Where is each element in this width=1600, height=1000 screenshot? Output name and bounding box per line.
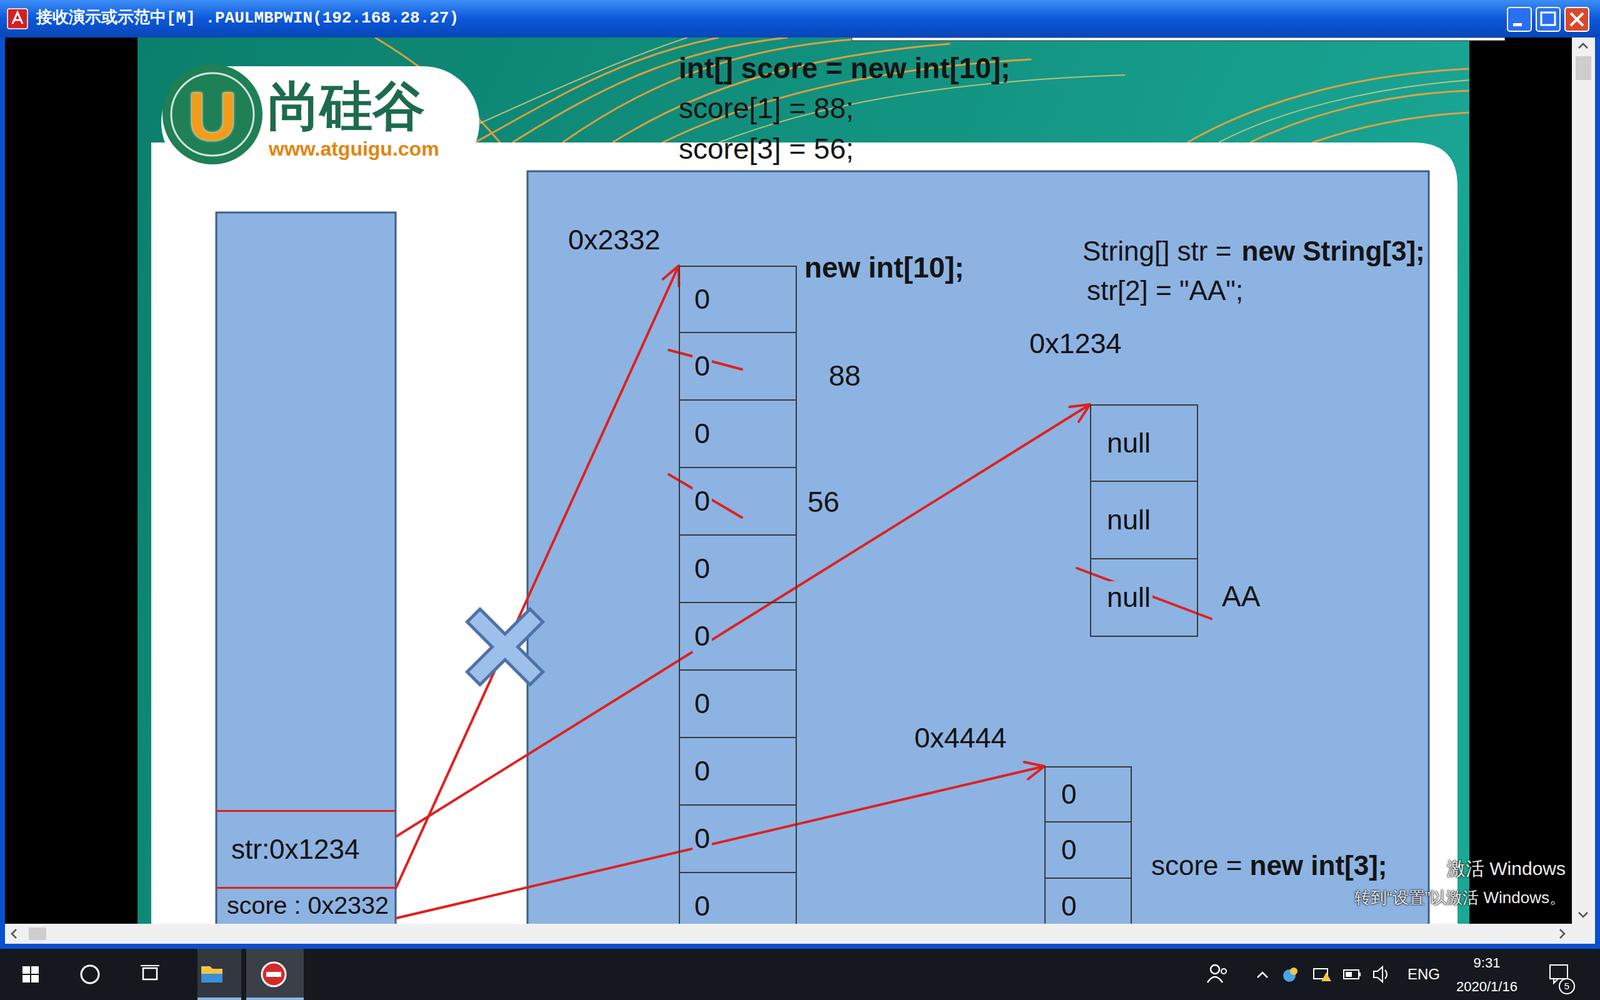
new-value: 56 [807, 485, 840, 519]
code-line: str[2] = "AA"; [1086, 275, 1244, 307]
array-cell: 0 [678, 670, 797, 739]
code-line: int[] score = new int[10]; [678, 51, 1010, 85]
logo-text: 尚硅谷 [267, 76, 425, 137]
cell-value: null [1105, 581, 1153, 614]
new-value: AA [1221, 580, 1260, 614]
cell-value: 0 [692, 350, 712, 383]
array-cell: null [1090, 404, 1199, 482]
cell-value: null [1105, 426, 1153, 460]
code-line: score = [1151, 850, 1243, 882]
reference-line [395, 404, 1090, 837]
cell-value: 0 [1059, 778, 1079, 811]
array-cell: 0 [678, 873, 797, 924]
cell-value: 0 [692, 620, 712, 653]
array-cell: 0 [678, 805, 797, 874]
array-cell: null [1090, 559, 1199, 637]
code-line: score[1] = 88; [678, 91, 854, 125]
cell-value: null [1105, 503, 1153, 537]
reference-arrow [395, 404, 1090, 837]
cell-value: 0 [692, 283, 712, 316]
code-line: String[] str = [1081, 235, 1233, 268]
reference-arrow [395, 761, 1045, 919]
cell-value: 0 [692, 485, 712, 518]
watermark: 转到“设置”以激活 Windows。 [1354, 888, 1566, 908]
array-cell: 0 [678, 333, 797, 401]
stack-cell: str:0x1234 [216, 810, 396, 889]
taskbar [0, 948, 1600, 1000]
watermark: 激活 Windows [1446, 858, 1566, 880]
reference-arrow [395, 265, 679, 889]
reference-line [395, 265, 679, 889]
array-cell: 0 [678, 468, 797, 536]
cross-mark [5, 37, 1572, 924]
array-block: 0x4444000 [1044, 766, 1132, 924]
address-label: 0x2332 [566, 223, 663, 257]
logo-letter: U [187, 76, 237, 157]
arrow-head [1069, 404, 1090, 422]
remote-viewport: str:0x1234 score : 0x2332 0x2332 0 0 0 0 0 0 0 0 0 0… [5, 37, 1572, 924]
reference-line [395, 766, 1045, 919]
stack-value: score : 0x2332 [225, 891, 391, 920]
array-cell: 0 [678, 535, 797, 604]
notification-badge: 5 [1564, 980, 1570, 992]
array-cell: 0 [1044, 766, 1132, 823]
cell-value: 0 [1059, 834, 1079, 867]
window-title: 接收演示或示范中[M] .PAULMBPWIN(192.168.28.27) [36, 9, 459, 29]
cell-value: 0 [692, 417, 712, 450]
code-line: score[3] = 56; [678, 132, 854, 166]
logo-url: www.atguigu.com [268, 137, 440, 161]
cell-value: 0 [692, 822, 712, 855]
arrow-head [663, 265, 679, 287]
array-block: 0x1234nullnullnull [1090, 404, 1199, 637]
address-label: 0x1234 [1027, 327, 1124, 360]
new-value: 88 [828, 359, 861, 393]
stack-value: str:0x1234 [229, 833, 362, 866]
horizontal-scrollbar [5, 923, 1595, 944]
array-cell: 0 [1044, 822, 1132, 879]
cell-value: 0 [692, 890, 712, 923]
connector-layer [5, 37, 1572, 924]
clock-date: 2020/1/16 [1456, 978, 1518, 995]
cell-value: 0 [692, 755, 712, 788]
array-cell: 0 [678, 400, 797, 469]
array-cell: 0 [678, 738, 797, 806]
array-cell: 0 [1044, 878, 1132, 924]
code-line: new int[3]; [1250, 850, 1388, 882]
slide-illustration [5, 37, 1572, 924]
vertical-scrollbar [1571, 37, 1595, 924]
code-line: new String[3]; [1240, 235, 1426, 268]
array-cell: 0 [678, 603, 797, 671]
cell-value: 0 [1059, 890, 1079, 923]
array-block: 0x23320000000000 [678, 265, 797, 924]
arrow-head [1024, 761, 1045, 779]
array-cell: null [1090, 481, 1199, 560]
language-indicator: ENG [1407, 965, 1440, 984]
clock-time: 9:31 [1473, 955, 1501, 971]
cell-value: 0 [692, 552, 712, 585]
code-note: new int[10]; [804, 251, 965, 285]
stack-cell: score : 0x2332 [216, 888, 396, 924]
address-label: 0x4444 [912, 721, 1009, 755]
array-cell: 0 [678, 265, 797, 334]
cell-value: 0 [692, 687, 712, 720]
